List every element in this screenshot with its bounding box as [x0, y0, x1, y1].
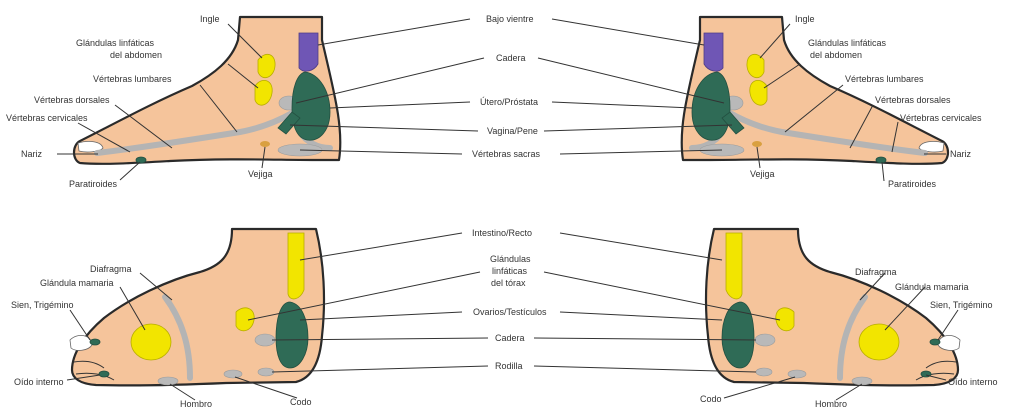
elbow-bone: [224, 370, 242, 378]
knee-bone: [756, 368, 772, 376]
label-sien-trigemino: Sien, Trigémino: [930, 300, 993, 310]
shoulder-bone: [852, 377, 872, 385]
foot-bottom-left: [70, 229, 324, 385]
foot-bottom-right: [706, 229, 960, 385]
label-bajo-vientre: Bajo vientre: [486, 14, 534, 24]
label-vertebras-lumbares: Vértebras lumbares: [93, 74, 172, 84]
mammary-zone: [859, 324, 899, 360]
toe-nail: [938, 335, 960, 350]
bladder-zone: [260, 141, 270, 147]
label-codo: Codo: [290, 397, 312, 407]
hip-bone: [755, 334, 775, 346]
bladder-zone: [752, 141, 762, 147]
label-glandula-mamaria: Glándula mamaria: [895, 282, 969, 292]
label-vertebras-sacras: Vértebras sacras: [472, 149, 541, 159]
inner-ear-zone: [99, 371, 109, 377]
label-ovarios-testiculos: Ovarios/Testículos: [473, 307, 547, 317]
label-oido-interno: Oído interno: [14, 377, 64, 387]
label-hombro: Hombro: [180, 399, 212, 407]
label-vertebras-cervicales: Vértebras cervicales: [6, 113, 88, 123]
label-diafragma: Diafragma: [90, 264, 132, 274]
paratiroides-zone: [136, 157, 146, 163]
labels-bottom-center: Intestino/Recto Glándulas linfáticas del…: [472, 228, 547, 371]
label-glandula-mamaria: Glándula mamaria: [40, 278, 114, 288]
lower-abdomen-zone: [704, 33, 723, 71]
label-paratiroides: Paratiroides: [888, 179, 937, 189]
label-ingle: Ingle: [795, 14, 815, 24]
label-cadera-top: Cadera: [496, 53, 526, 63]
label-nariz: Nariz: [21, 149, 43, 159]
label-rodilla: Rodilla: [495, 361, 523, 371]
elbow-bone: [788, 370, 806, 378]
lower-abdomen-zone: [299, 33, 318, 71]
label-paratiroides: Paratiroides: [69, 179, 118, 189]
labels-top-center: Bajo vientre Cadera Útero/Próstata Vagin…: [472, 14, 541, 159]
label-hombro: Hombro: [815, 399, 847, 407]
label-ingle: Ingle: [200, 14, 220, 24]
label-vertebras-dorsales: Vértebras dorsales: [34, 95, 110, 105]
label-vejiga: Vejiga: [248, 169, 273, 179]
label-vertebras-lumbares: Vértebras lumbares: [845, 74, 924, 84]
paratiroides-zone: [876, 157, 886, 163]
knee-bone: [258, 368, 274, 376]
shoulder-bone: [158, 377, 178, 385]
label-nariz: Nariz: [950, 149, 972, 159]
label-glandulas-abdomen-line2: del abdomen: [110, 50, 162, 60]
label-diafragma: Diafragma: [855, 267, 897, 277]
label-glandulas-torax-line3: del tórax: [491, 278, 526, 288]
label-vejiga: Vejiga: [750, 169, 775, 179]
label-utero-prostata: Útero/Próstata: [480, 97, 538, 107]
intestine-zone: [726, 233, 742, 299]
intestine-zone: [288, 233, 304, 299]
temple-zone: [90, 339, 100, 345]
label-glandulas-abdomen-line1: Glándulas linfáticas: [76, 38, 155, 48]
mammary-zone: [131, 324, 171, 360]
label-vertebras-dorsales: Vértebras dorsales: [875, 95, 951, 105]
groin-zone: [258, 54, 275, 77]
label-glandulas-abdomen-line1: Glándulas linfáticas: [808, 38, 887, 48]
label-glandulas-abdomen-line2: del abdomen: [810, 50, 862, 60]
label-intestino-recto: Intestino/Recto: [472, 228, 532, 238]
groin-zone: [747, 54, 764, 77]
label-vertebras-cervicales: Vértebras cervicales: [900, 113, 982, 123]
label-cadera-bottom: Cadera: [495, 333, 525, 343]
label-sien-trigemino: Sien, Trigémino: [11, 300, 74, 310]
label-glandulas-torax-line1: Glándulas: [490, 254, 531, 264]
label-codo: Codo: [700, 394, 722, 404]
label-oido-interno: Oído interno: [948, 377, 998, 387]
label-glandulas-torax-line2: linfáticas: [492, 266, 528, 276]
label-vagina-pene: Vagina/Pene: [487, 126, 538, 136]
